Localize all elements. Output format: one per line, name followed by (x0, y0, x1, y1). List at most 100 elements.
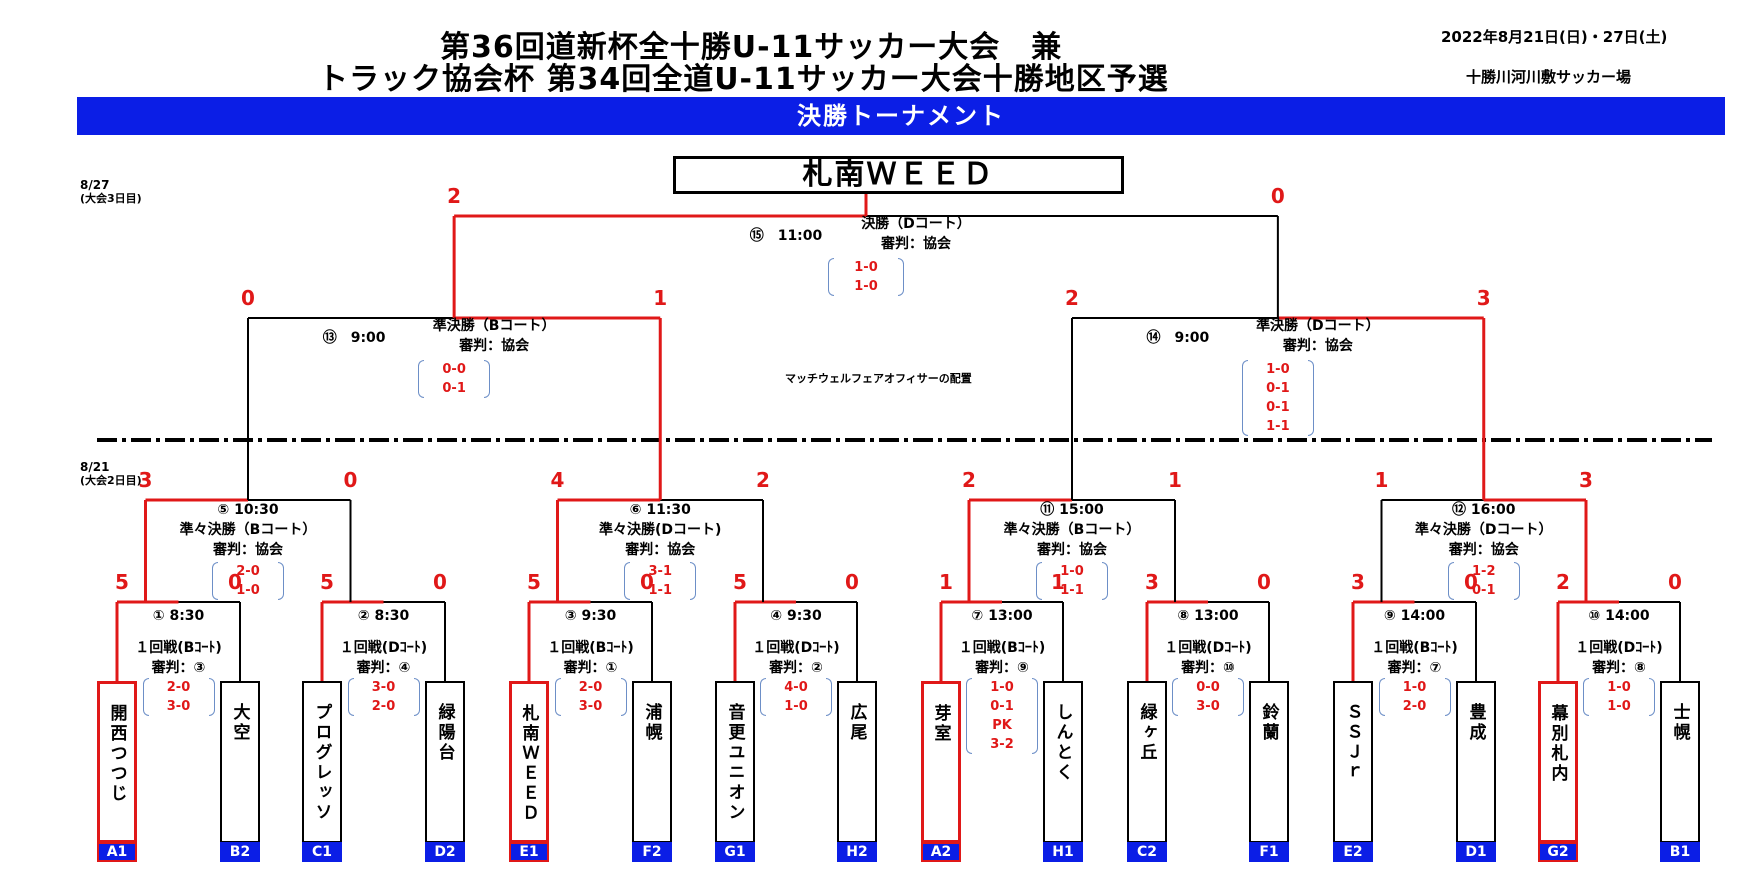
r1-5-right-score: 1 (1051, 570, 1065, 594)
final-bracket-left (828, 258, 834, 296)
r1-6-line-1: １回戦(Dｺｰﾄ) (1164, 640, 1252, 656)
r1-1-left-score: 5 (115, 570, 129, 594)
qf-2-score-0: 3-1 (648, 564, 673, 579)
qf-1-score-1: 1-0 (236, 583, 260, 598)
final-bracket-right (898, 258, 904, 296)
team-name: 緑ヶ丘 (1136, 703, 1157, 763)
team-code-c2: C2 (1127, 842, 1167, 862)
r1-7-line-2: 審判：⑦ (1387, 660, 1442, 676)
r1-8-bracket-right (1649, 678, 1655, 716)
r1-1-line-2: 審判：③ (151, 660, 206, 676)
sf-2-bracket-right (1307, 360, 1314, 436)
r1-5-line-1: １回戦(Bｺｰﾄ) (958, 640, 1046, 656)
r1-2-line-0: ② 8:30 (357, 608, 410, 624)
date-range: 2022年8月21日(日)・27日(土) (1441, 28, 1668, 46)
sf-1-label: 準決勝（Bコート） 審判：協会 (404, 316, 584, 356)
venue: 十勝川河川敷サッカー場 (1466, 68, 1632, 86)
team-code-b1: B1 (1660, 842, 1700, 862)
r1-5-score-3: 3-2 (990, 737, 1014, 752)
r1-4-bracket-left (760, 678, 766, 716)
r1-1-score-1: 3-0 (166, 699, 191, 714)
qf-4-line-1: 準々決勝（Dコート） (1414, 522, 1553, 538)
r1-3-right-score: 0 (640, 570, 654, 594)
qf-4-score-1: 0-1 (1472, 583, 1496, 598)
r1-2-line-1: １回戦(Dｺｰﾄ) (339, 640, 428, 656)
champion-box: 札南ＷＥＥＤ (673, 156, 1124, 194)
r1-4-score-1: 1-0 (784, 699, 808, 714)
r1-5-bracket-left (966, 678, 972, 754)
team-code-g2: G2 (1538, 842, 1578, 862)
team-code-c1: C1 (302, 842, 342, 862)
r1-6-line-0: ⑧ 13:00 (1177, 608, 1239, 624)
sf-1-bracket-right (484, 360, 491, 398)
r1-4-line-1: １回戦(Dｺｰﾄ) (752, 640, 840, 656)
r1-1-score-0: 2-0 (166, 680, 191, 695)
r1-8-line-2: 審判：⑧ (1592, 660, 1646, 676)
r1-2-left-score: 5 (320, 570, 334, 594)
section-banner: 決勝トーナメント (77, 97, 1725, 135)
sf-2-line-1: 審判：協会 (1282, 338, 1353, 354)
qf-4-left-score: 1 (1374, 468, 1389, 492)
r1-8-bracket-left (1583, 678, 1589, 716)
sf-2-label: 準決勝（Dコート）審判：協会 (1228, 316, 1408, 356)
r1-5-left-score: 1 (939, 570, 953, 594)
team-code-e1: E1 (509, 842, 549, 862)
qf-1-line-1: 準々決勝（Bコート） (179, 522, 317, 538)
r1-5-line-0: ⑦ 13:00 (971, 608, 1033, 624)
team-name: 芽室 (930, 704, 951, 744)
r1-2-bracket-right (413, 678, 420, 716)
date-day3-label: (大会3日目) (80, 192, 142, 205)
team-box-e1: 札南ＷＥＥＤ (509, 681, 549, 843)
qf-1-line-2: 審判：協会 (213, 542, 283, 558)
qf-1-bracket-left (212, 562, 218, 600)
qf-2-right-score: 2 (756, 468, 770, 492)
team-name: 浦幌 (641, 703, 662, 743)
qf-3-line-2: 審判：協会 (1037, 542, 1107, 558)
date-day3: 8/27 (大会3日目) (80, 178, 142, 206)
r1-7-line-1: １回戦(Bｺｰﾄ) (1371, 640, 1458, 656)
final-line-0: 決勝（Dコート） (861, 216, 971, 232)
sf-1-score-0: 0-0 (442, 362, 466, 377)
sf-1-line-0: 準決勝（Bコート） (432, 318, 556, 334)
r1-4-bracket-right (826, 678, 832, 716)
qf-3-score-1: 1-1 (1060, 583, 1084, 598)
sf-2-right-score: 3 (1476, 286, 1491, 310)
team-box-a1: 開西つつじ (97, 681, 137, 843)
r1-6-score-1: 3-0 (1196, 699, 1220, 714)
r1-8-left-score: 2 (1556, 570, 1570, 594)
team-name: 開西つつじ (106, 704, 127, 804)
banner-label: 決勝トーナメント (797, 102, 1005, 130)
r1-8-line-1: １回戦(Dｺｰﾄ) (1575, 640, 1663, 656)
r1-6-left-score: 3 (1145, 570, 1159, 594)
team-box-f1: 鈴蘭 (1249, 681, 1289, 843)
r1-3-line-1: １回戦(Bｺｰﾄ) (547, 640, 634, 656)
team-code-f2: F2 (632, 842, 672, 862)
welfare-officer-note: マッチウェルフェアオフィサーの配置 (785, 372, 972, 385)
final-label: 決勝（Dコート）審判：協会 (826, 214, 1006, 254)
team-box-h2: 広尾 (837, 681, 877, 843)
r1-1-bracket-right (208, 678, 215, 716)
qf-2-score-1: 1-1 (648, 583, 673, 598)
r1-4-line-2: 審判：② (769, 660, 823, 676)
team-code-a2: A2 (921, 842, 961, 862)
r1-4-right-score: 0 (845, 570, 859, 594)
qf-4-bracket-left (1447, 562, 1454, 600)
qf-3-line-1: 準々決勝（Bコート） (1003, 522, 1141, 538)
sf-1-line-1: 審判：協会 (459, 338, 530, 354)
title-line-1: 第36回道新杯全十勝U-11サッカー大会 兼 (440, 30, 1063, 65)
r1-3-bracket-right (620, 678, 627, 716)
qf-3-bracket-left (1036, 562, 1042, 600)
qf-3-line-0: ⑪ 15:00 (1040, 502, 1104, 518)
team-box-h1: しんとく (1043, 681, 1083, 843)
